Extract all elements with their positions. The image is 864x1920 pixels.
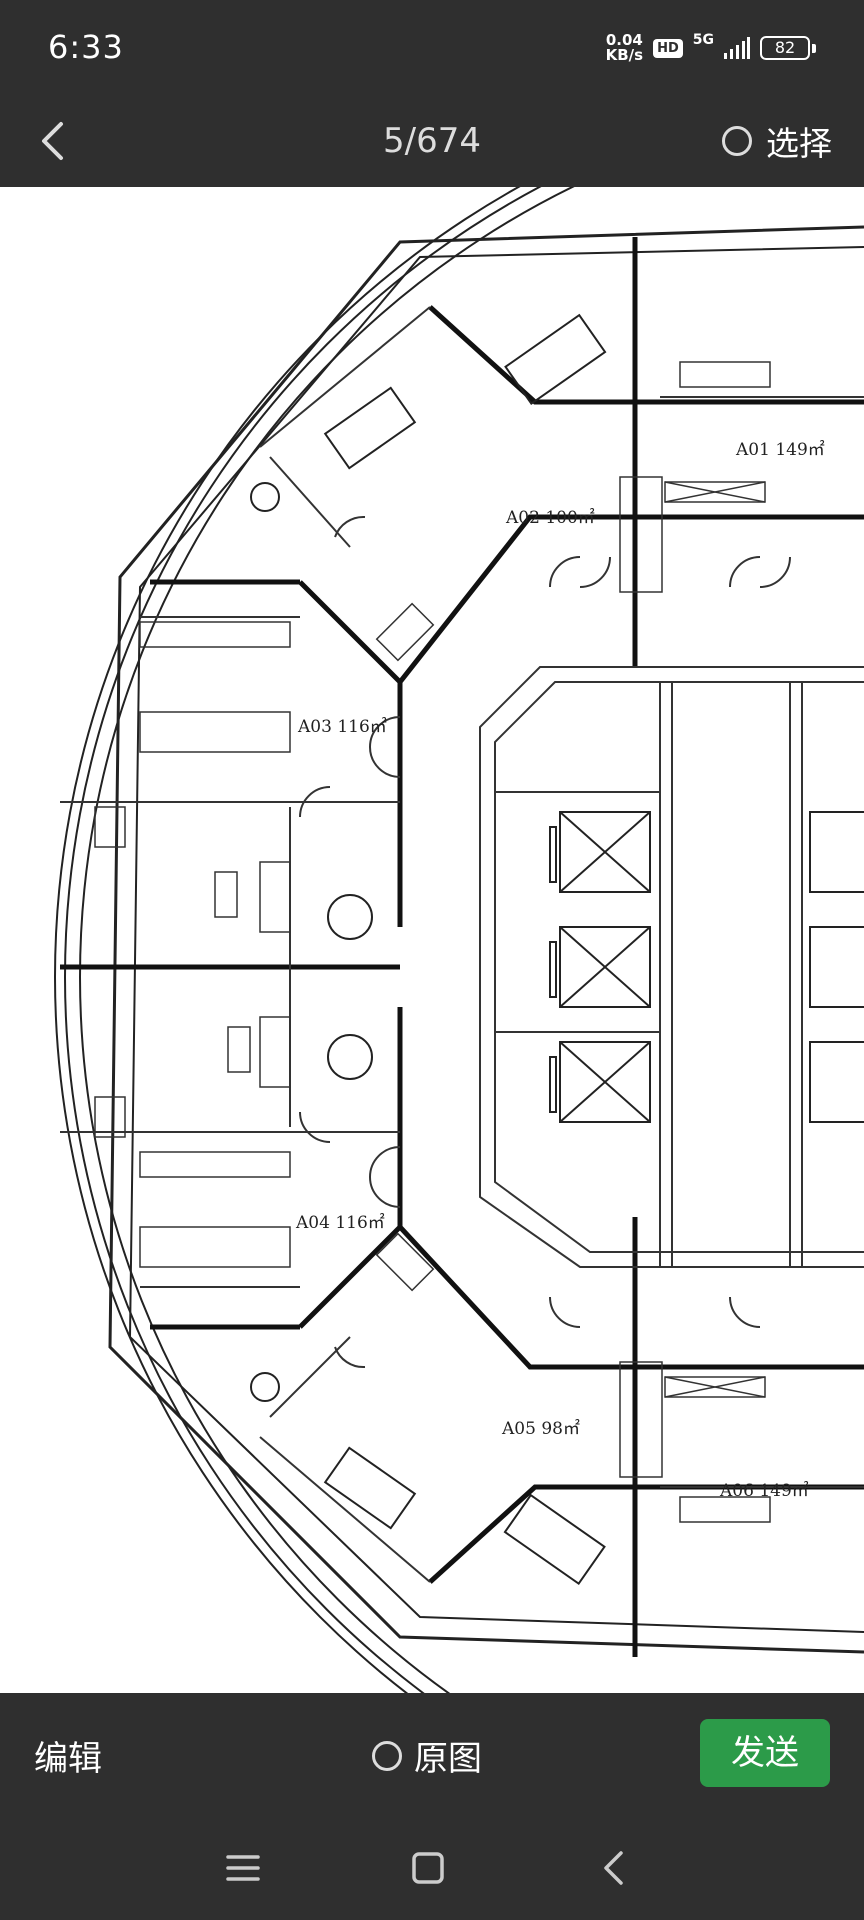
system-nav-bar	[0, 1813, 864, 1920]
radio-circle-icon	[722, 126, 752, 156]
menu-icon	[226, 1855, 260, 1881]
room-label-a01: A01 149㎡	[735, 440, 825, 460]
room-label-a03: A03 116㎡	[297, 717, 387, 737]
select-toggle[interactable]: 选择	[722, 113, 832, 169]
menu-button[interactable]	[218, 1843, 268, 1893]
room-label-a05: A05 98㎡	[501, 1419, 580, 1439]
system-icons: 0.04 KB/s HD 5G 82	[606, 28, 816, 68]
original-toggle[interactable]: 原图	[372, 1731, 482, 1780]
home-button[interactable]	[403, 1843, 453, 1893]
nav-back-icon	[604, 1851, 623, 1885]
signal-icon	[724, 37, 750, 59]
image-counter: 5/674	[383, 121, 481, 161]
status-bar: 6:33 0.04 KB/s HD 5G 82	[0, 0, 864, 95]
radio-circle-icon	[372, 1740, 402, 1771]
send-button[interactable]: 发送	[700, 1719, 830, 1787]
status-time: 6:33	[48, 28, 124, 66]
network-type: 5G	[692, 32, 714, 48]
original-label: 原图	[414, 1739, 482, 1779]
room-label-a06: A06 149㎡	[719, 1481, 809, 1501]
battery-icon: 82	[760, 36, 816, 60]
top-bar: 5/674 选择	[0, 95, 864, 187]
bottom-action-bar: 编辑 原图 发送	[0, 1693, 864, 1813]
select-label: 选择	[766, 124, 832, 163]
nav-back-button[interactable]	[588, 1843, 638, 1893]
edit-button[interactable]: 编辑	[34, 1739, 102, 1779]
room-label-a02: A02 100㎡	[505, 508, 595, 528]
hd-badge: HD	[653, 38, 683, 58]
square-home-icon	[412, 1852, 444, 1884]
back-button[interactable]	[24, 113, 80, 169]
floor-plan-image: A01 149㎡ A02 100㎡ A03 116㎡ A04 116㎡ A05 …	[54, 187, 864, 1693]
room-label-a04: A04 116㎡	[295, 1213, 385, 1233]
image-viewer[interactable]: A01 149㎡ A02 100㎡ A03 116㎡ A04 116㎡ A05 …	[0, 187, 864, 1693]
net-speed: 0.04 KB/s	[605, 31, 644, 64]
chevron-left-icon	[42, 122, 63, 160]
